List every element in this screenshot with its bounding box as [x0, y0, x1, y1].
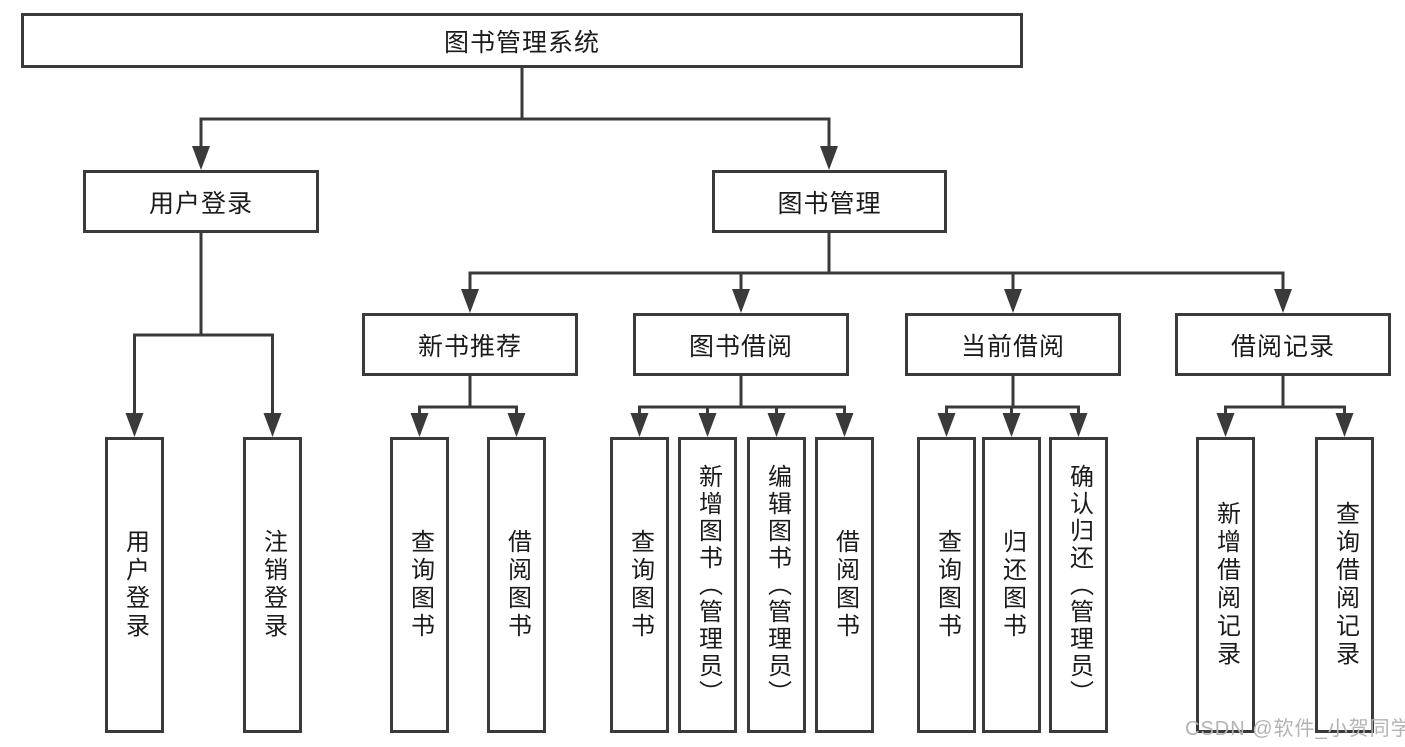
leaf-borrow-borrow-books: 借阅图书 — [815, 437, 874, 733]
leaf-logout-label: 注销登录 — [259, 529, 287, 641]
leaf-borrow-edit-books-admin: 编辑图书（管理员） — [747, 437, 806, 733]
leaf-current-return-books: 归还图书 — [982, 437, 1041, 733]
node-root-title: 图书管理系统 — [21, 13, 1023, 68]
leaf-newbook-borrow-books-label: 借阅图书 — [503, 529, 531, 641]
leaf-borrow-add-books-admin: 新增图书（管理员） — [678, 437, 737, 733]
leaf-user-login-label: 用户登录 — [121, 529, 149, 641]
arrowheads-current-borrow-leaves — [937, 413, 1088, 437]
node-borrow-records: 借阅记录 — [1175, 313, 1391, 376]
node-new-book-recommend-label: 新书推荐 — [417, 332, 522, 361]
node-borrow-records-label: 借阅记录 — [1230, 332, 1335, 361]
leaf-borrow-borrow-books-label: 借阅图书 — [831, 529, 859, 641]
leaf-current-query-books-label: 查询图书 — [933, 529, 961, 641]
leaf-records-add-record-label: 新增借阅记录 — [1212, 501, 1240, 669]
arrowheads-user-login-leaves — [125, 413, 282, 437]
node-user-login-label: 用户登录 — [148, 189, 253, 218]
leaf-records-query-record-label: 查询借阅记录 — [1331, 501, 1359, 669]
arrowheads-new-book-leaves — [410, 413, 526, 437]
node-book-borrow-label: 图书借阅 — [688, 332, 793, 361]
arrowheads-level3 — [461, 289, 1292, 313]
leaf-current-confirm-return-admin-label: 确认归还（管理员） — [1065, 463, 1093, 707]
connector-current-borrow-branch — [945, 376, 1080, 414]
leaf-logout: 注销登录 — [243, 437, 302, 733]
node-current-borrow: 当前借阅 — [905, 313, 1121, 376]
node-book-borrow: 图书借阅 — [633, 313, 849, 376]
watermark-text: CSDN @软件_小贺同学 — [1185, 718, 1405, 740]
connector-borrow-records-branch — [1224, 376, 1346, 414]
leaf-current-confirm-return-admin: 确认归还（管理员） — [1049, 437, 1108, 733]
leaf-current-return-books-label: 归还图书 — [998, 529, 1026, 641]
leaf-user-login: 用户登录 — [105, 437, 164, 733]
arrowheads-borrow-records-leaves — [1216, 413, 1354, 437]
node-root-label: 图书管理系统 — [443, 28, 600, 57]
connector-root-to-level2 — [199, 68, 831, 147]
connector-new-book-branch — [418, 376, 518, 414]
leaf-current-query-books: 查询图书 — [917, 437, 976, 733]
leaf-borrow-query-books: 查询图书 — [610, 437, 669, 733]
node-new-book-recommend: 新书推荐 — [362, 313, 578, 376]
connector-user-login-branch — [133, 233, 274, 414]
node-book-management-label: 图书管理 — [777, 189, 882, 218]
leaf-newbook-query-books-label: 查询图书 — [406, 529, 434, 641]
leaf-records-add-record: 新增借阅记录 — [1196, 437, 1255, 733]
leaf-records-query-record: 查询借阅记录 — [1315, 437, 1374, 733]
node-book-management: 图书管理 — [712, 170, 947, 233]
leaf-newbook-borrow-books: 借阅图书 — [487, 437, 546, 733]
leaf-borrow-query-books-label: 查询图书 — [626, 529, 654, 641]
node-current-borrow-label: 当前借阅 — [960, 332, 1065, 361]
leaf-newbook-query-books: 查询图书 — [390, 437, 449, 733]
connector-book-borrow-branch — [638, 376, 846, 414]
arrowheads-level2 — [192, 146, 838, 170]
leaf-borrow-add-books-admin-label: 新增图书（管理员） — [694, 463, 722, 707]
leaf-borrow-edit-books-admin-label: 编辑图书（管理员） — [763, 463, 791, 707]
node-user-login: 用户登录 — [83, 170, 319, 233]
connector-book-management-branch — [468, 233, 1285, 290]
arrowheads-book-borrow-leaves — [630, 413, 854, 437]
